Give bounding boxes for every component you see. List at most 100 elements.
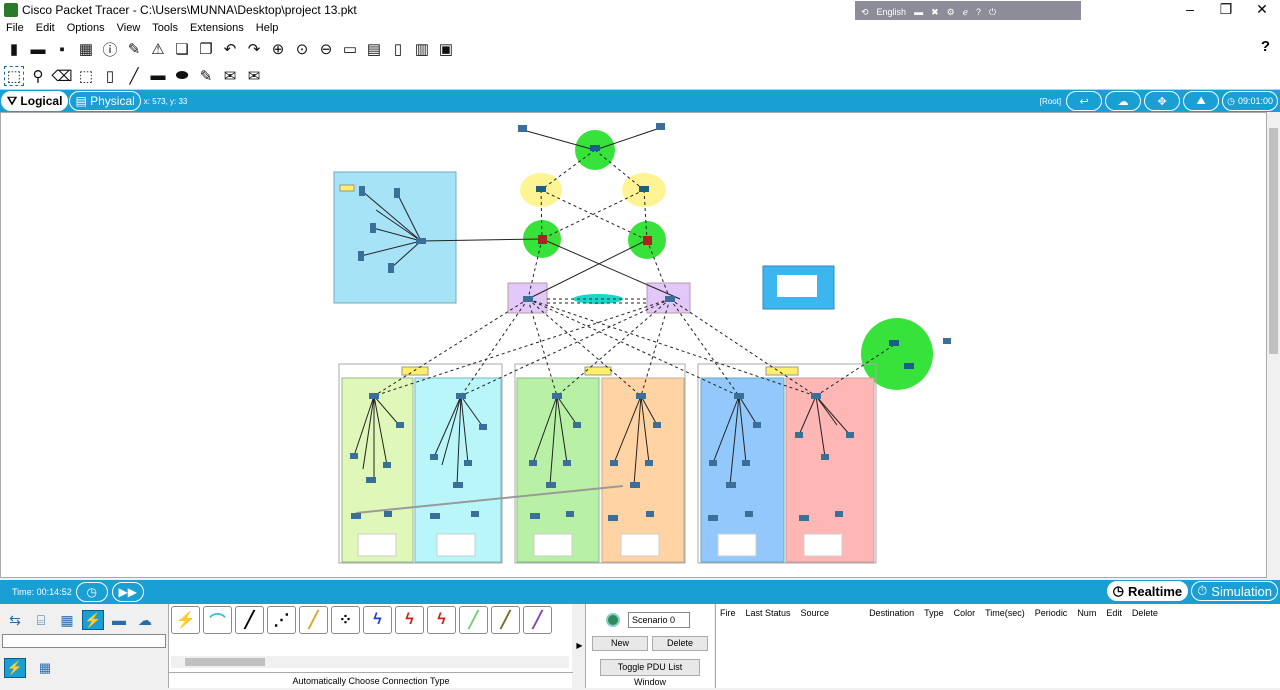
zoom-in-icon[interactable]: ⊕ [271, 41, 285, 58]
tab-logical[interactable]: ⛛ Logical [1, 91, 69, 111]
resize-shape-icon[interactable]: ⬚ [78, 67, 94, 85]
paste-icon[interactable]: ❐ [199, 41, 213, 58]
end-devices-icon[interactable]: ⌸ [36, 611, 46, 628]
simulation-mode-button[interactable]: ⏱Simulation [1191, 581, 1278, 601]
zone-red [785, 377, 875, 563]
workspace-scrollbar[interactable] [1267, 112, 1280, 578]
restore-button[interactable]: ❐ [1219, 1, 1233, 17]
coordinates-readout: x: 573, y: 33 [143, 96, 188, 106]
access-point-icon [835, 511, 843, 517]
clock-button[interactable]: ◷09:01:00 [1222, 91, 1278, 111]
menu-help[interactable]: Help [255, 22, 279, 34]
menu-options[interactable]: Options [66, 22, 105, 34]
place-note-icon[interactable]: ▯ [105, 67, 115, 85]
multiuser-icon[interactable]: ☁ [138, 611, 152, 628]
fast-forward-button[interactable]: ▶▶ [111, 582, 144, 602]
menu-view[interactable]: View [116, 22, 141, 34]
back-icon[interactable]: ↩ [1066, 91, 1103, 111]
connections-scroll-thumb[interactable] [185, 658, 265, 666]
open-folder-icon[interactable]: ▬ [30, 40, 46, 58]
connections-icon[interactable]: ⚡ [82, 610, 104, 630]
laptop-icon [351, 513, 361, 519]
new-scenario-button[interactable]: New [592, 636, 648, 651]
delete-icon[interactable]: ⌫ [51, 67, 73, 85]
freeform-icon[interactable]: ✎ [199, 67, 213, 85]
minimize-button[interactable]: – [1186, 1, 1194, 17]
network-topology[interactable] [1, 113, 1266, 577]
select-icon[interactable]: ⬚ [4, 65, 24, 86]
view-icon[interactable]: ▥ [414, 41, 430, 58]
copy-icon[interactable]: ❏ [175, 41, 189, 58]
zone-label-1 [401, 366, 429, 376]
network-info-icon[interactable]: ⚠ [151, 41, 165, 58]
menu-tools[interactable]: Tools [152, 22, 178, 34]
scroll-thumb[interactable] [1269, 128, 1278, 354]
pc-icon [610, 460, 618, 466]
viewport-icon[interactable]: ⛰ [1183, 91, 1220, 111]
octal-cable-icon[interactable]: ╱ [459, 606, 488, 634]
time-bar: Time: 00:14:52 ◷ ▶▶ ◷Realtime ⏱Simulatio… [0, 580, 1280, 604]
draw-rectangle-icon[interactable]: ▬ [150, 67, 166, 84]
move-icon[interactable]: ✥ [1144, 91, 1181, 111]
custom-device-icon[interactable]: ▤ [366, 41, 382, 58]
expand-arrow-icon[interactable]: ▶ [574, 604, 586, 688]
help-question-icon[interactable]: ? [1260, 38, 1270, 55]
realtime-label: Realtime [1127, 583, 1183, 599]
inspect-icon[interactable]: ⚲ [32, 67, 44, 85]
toggle-pdu-list-button[interactable]: Toggle PDU List Window [600, 659, 700, 687]
connections-scrollbar[interactable] [171, 656, 569, 668]
misc-icon[interactable]: ▬ [112, 612, 126, 628]
menu-extensions[interactable]: Extensions [189, 22, 244, 34]
network-devices-icon[interactable]: ⇆ [9, 611, 21, 628]
language-label[interactable]: English [876, 7, 907, 17]
drawing-palette-icon[interactable]: ▭ [342, 41, 358, 58]
menu-edit[interactable]: Edit [35, 22, 55, 34]
console-cable-icon[interactable]: ⌒ [203, 606, 232, 634]
activity-wizard-icon[interactable]: ✎ [127, 41, 141, 58]
zoom-reset-icon[interactable]: ⊙ [295, 41, 309, 58]
iot-custom-cable-icon[interactable]: ╱ [491, 606, 520, 634]
info-icon[interactable]: ⓘ [102, 41, 118, 59]
close-button[interactable]: ✕ [1256, 1, 1268, 17]
menu-file[interactable]: File [6, 22, 24, 34]
draw-ellipse-icon[interactable]: ⬬ [175, 67, 189, 84]
new-file-icon[interactable]: ▮ [9, 41, 19, 58]
components-icon[interactable]: ▦ [60, 611, 74, 628]
laptop-icon [630, 482, 640, 488]
root-label[interactable]: [Root] [1039, 96, 1062, 106]
document-icon[interactable]: ▯ [393, 41, 403, 58]
copper-straight-icon[interactable]: ╱ [235, 606, 264, 634]
add-simple-pdu-icon[interactable]: ✉ [223, 67, 237, 85]
structured-cabling-icon[interactable]: ▦ [38, 660, 52, 675]
cluster-icon[interactable]: ☁ [1105, 91, 1142, 111]
redo-icon[interactable]: ↷ [247, 41, 261, 58]
language-bar[interactable]: ⟲ English ▬ ✖ ⚙ ℯ ? ⏻ [855, 1, 1081, 23]
add-complex-pdu-icon[interactable]: ✉ [247, 67, 261, 85]
power-cycle-button[interactable]: ◷ [75, 582, 108, 602]
delete-scenario-button[interactable]: Delete [652, 636, 708, 651]
undo-icon[interactable]: ↶ [223, 41, 237, 58]
keyboard-icon: ▬ [914, 7, 924, 17]
connection-type-icon[interactable]: ⚡ [4, 658, 26, 678]
usb-cable-icon[interactable]: ╱ [523, 606, 552, 634]
serial-dte-icon[interactable]: ϟ [427, 606, 456, 634]
zoom-out-icon[interactable]: ⊖ [319, 41, 333, 58]
device-search-input[interactable] [2, 634, 166, 648]
serial-dce-icon[interactable]: ϟ [395, 606, 424, 634]
laptop-icon [546, 482, 556, 488]
phone-cable-icon[interactable]: ⁘ [331, 606, 360, 634]
tab-physical[interactable]: ▤ Physical [69, 91, 141, 111]
fiber-icon[interactable]: ╱ [299, 606, 328, 634]
image-icon[interactable]: ▣ [438, 41, 454, 58]
draw-line-icon[interactable]: ╱ [129, 67, 139, 85]
coaxial-icon[interactable]: ϟ [363, 606, 392, 634]
logical-workspace[interactable] [0, 112, 1267, 578]
scenario-select[interactable]: Scenario 0 [628, 612, 690, 628]
realtime-mode-button[interactable]: ◷Realtime [1106, 581, 1189, 601]
save-icon[interactable]: ▪ [59, 40, 65, 58]
auto-connection-icon[interactable]: ⚡ [171, 606, 200, 634]
column-delete: Delete [1131, 608, 1158, 618]
laptop-icon [608, 515, 618, 521]
print-icon[interactable]: ▦ [78, 41, 94, 58]
copper-cross-icon[interactable]: ⋰ [267, 606, 296, 634]
